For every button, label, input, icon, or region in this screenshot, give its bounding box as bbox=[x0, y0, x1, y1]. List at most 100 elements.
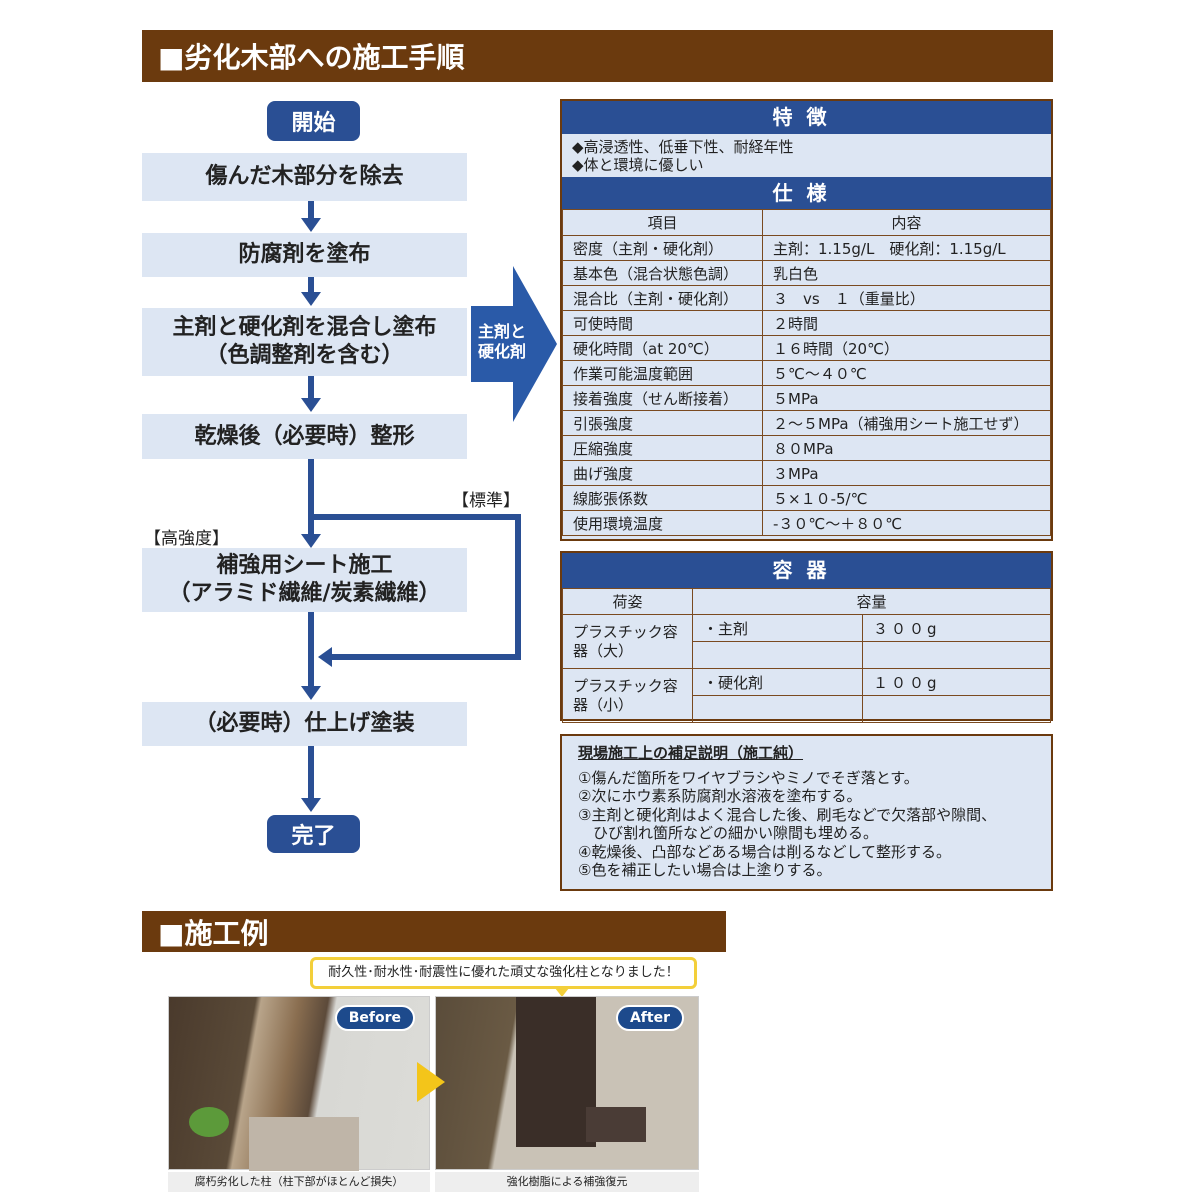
spec-value: 主剤：1.15g/L 硬化剤：1.15g/L bbox=[762, 235, 1051, 261]
features-header: 特徴 bbox=[562, 101, 1051, 134]
feature-item: ◆高浸透性、低垂下性、耐経年性 bbox=[572, 138, 794, 156]
spec-item: 基本色（混合状態色調） bbox=[562, 260, 763, 286]
end-node: 完了 bbox=[267, 815, 360, 853]
spec-value: ３MPa bbox=[762, 460, 1051, 486]
label-standard: 【標準】 bbox=[452, 491, 520, 511]
branch-line bbox=[330, 654, 521, 660]
spec-value: ８０MPa bbox=[762, 435, 1051, 461]
spec-row: 接着強度（せん断接着）５MPa bbox=[562, 385, 1051, 411]
connector bbox=[308, 459, 314, 539]
col-header: 項目 bbox=[562, 209, 763, 236]
play-arrow-icon bbox=[417, 1062, 445, 1102]
container-amount: １００g bbox=[862, 668, 1051, 696]
spec-row: 使用環境温度-３０℃～＋８０℃ bbox=[562, 510, 1051, 536]
spec-value: ５℃～４０℃ bbox=[762, 360, 1051, 386]
empty-cell bbox=[862, 641, 1051, 669]
spec-row: 硬化時間（at 20℃）１６時間（20℃） bbox=[562, 335, 1051, 361]
spec-value: 乳白色 bbox=[762, 260, 1051, 286]
note-item: ひび割れ箇所などの細かい隙間も埋める。 bbox=[578, 824, 879, 842]
arrow-down-icon bbox=[301, 798, 321, 812]
branch-line bbox=[308, 514, 521, 520]
spec-item: 使用環境温度 bbox=[562, 510, 763, 536]
arrow-down-icon bbox=[301, 534, 321, 548]
arrow-down-icon bbox=[301, 686, 321, 700]
step-text: （必要時）仕上げ塗装 bbox=[194, 711, 415, 736]
spec-item: 引張強度 bbox=[562, 410, 763, 436]
step-text: 乾燥後（必要時）整形 bbox=[194, 423, 415, 449]
example-title: ■施工例 bbox=[142, 911, 726, 952]
feature-item: ◆体と環境に優しい bbox=[572, 156, 704, 174]
step-text: 傷んだ木部分を除去 bbox=[205, 164, 404, 189]
step-subtext: （色調整剤を含む） bbox=[205, 343, 404, 368]
spec-value: -３０℃～＋８０℃ bbox=[762, 510, 1051, 536]
note-item: ⑤色を補正したい場合は上塗りする。 bbox=[578, 861, 832, 879]
step-2: 防腐剤を塗布 bbox=[142, 233, 467, 277]
spec-value: １６時間（20℃） bbox=[762, 335, 1051, 361]
empty-cell bbox=[692, 695, 863, 723]
container-name: プラスチック容器（小） bbox=[562, 668, 693, 723]
col-header: 内容 bbox=[762, 209, 1051, 236]
before-photo: Before bbox=[168, 996, 430, 1171]
leaf-shape bbox=[189, 1107, 229, 1137]
features-list: ◆高浸透性、低垂下性、耐経年性◆体と環境に優しい bbox=[562, 134, 1051, 177]
before-caption: 腐朽劣化した柱（柱下部がほとんど損失） bbox=[168, 1172, 430, 1192]
notes-title: 現場施工上の補足説明（施工純） bbox=[578, 744, 804, 762]
spec-item: 硬化時間（at 20℃） bbox=[562, 335, 763, 361]
arrow-label: 主剤と硬化剤 bbox=[478, 322, 526, 362]
step-5: 補強用シート施工 （アラミド繊維/炭素繊維） bbox=[142, 548, 467, 612]
spec-value: ２～５MPa（補強用シート施工せず） bbox=[762, 410, 1051, 436]
spec-item: 曲げ強度 bbox=[562, 460, 763, 486]
concrete-shape bbox=[249, 1117, 359, 1171]
spec-item: 接着強度（せん断接着） bbox=[562, 385, 763, 411]
step-4: 乾燥後（必要時）整形 bbox=[142, 414, 467, 459]
before-badge: Before bbox=[334, 1005, 415, 1031]
arrow-down-icon bbox=[301, 398, 321, 412]
empty-cell bbox=[692, 641, 863, 669]
container-amount: ３００g bbox=[862, 614, 1051, 642]
spec-item: 混合比（主剤・硬化剤） bbox=[562, 285, 763, 311]
after-photo: After bbox=[435, 996, 699, 1170]
connector bbox=[308, 612, 314, 686]
branch-line bbox=[515, 514, 521, 660]
container-header: 容器 bbox=[562, 553, 1051, 588]
connector bbox=[308, 746, 314, 800]
arrow-label-line: 硬化剤 bbox=[478, 342, 527, 361]
spec-value: ２時間 bbox=[762, 310, 1051, 336]
notes-panel: 現場施工上の補足説明（施工純） ①傷んだ箇所をワイヤブラシやミノでそぎ落とす。②… bbox=[560, 734, 1053, 891]
col-header: 荷姿 bbox=[562, 588, 693, 615]
step-6: （必要時）仕上げ塗装 bbox=[142, 702, 467, 746]
start-node: 開始 bbox=[267, 101, 360, 141]
container-item: ・主剤 bbox=[692, 614, 863, 642]
spec-header: 仕様 bbox=[562, 177, 1051, 209]
arrow-label-line: 主剤と bbox=[478, 322, 527, 341]
connector bbox=[308, 201, 314, 221]
container-name: プラスチック容器（大） bbox=[562, 614, 693, 669]
step-1: 傷んだ木部分を除去 bbox=[142, 153, 467, 201]
plate-shape bbox=[586, 1107, 646, 1142]
after-caption: 強化樹脂による補強復元 bbox=[435, 1172, 699, 1192]
container-item: ・硬化剤 bbox=[692, 668, 863, 696]
spec-value: ５MPa bbox=[762, 385, 1051, 411]
note-item: ④乾燥後、凸部などある場合は削るなどして整形する。 bbox=[578, 842, 951, 861]
arrow-down-icon bbox=[301, 218, 321, 232]
note-item: ②次にホウ素系防腐剤水溶液を塗布する。 bbox=[578, 787, 862, 805]
after-badge: After bbox=[615, 1005, 684, 1031]
arrow-left-icon bbox=[318, 647, 332, 667]
spec-item: 圧縮強度 bbox=[562, 435, 763, 461]
spec-row: 基本色（混合状態色調）乳白色 bbox=[562, 260, 1051, 286]
step-text: 補強用シート施工 bbox=[216, 553, 393, 578]
label-high-strength: 【高強度】 bbox=[144, 529, 229, 549]
procedure-title: ■劣化木部への施工手順 bbox=[142, 30, 1053, 82]
empty-cell bbox=[862, 695, 1051, 723]
post-shape bbox=[516, 997, 596, 1147]
step-subtext: （アラミド繊維/炭素繊維） bbox=[168, 581, 441, 606]
note-item: ③主剤と硬化剤はよく混合した後、刷毛などで欠落部や隙間、 bbox=[578, 805, 997, 824]
step-text: 防腐剤を塗布 bbox=[238, 242, 371, 267]
